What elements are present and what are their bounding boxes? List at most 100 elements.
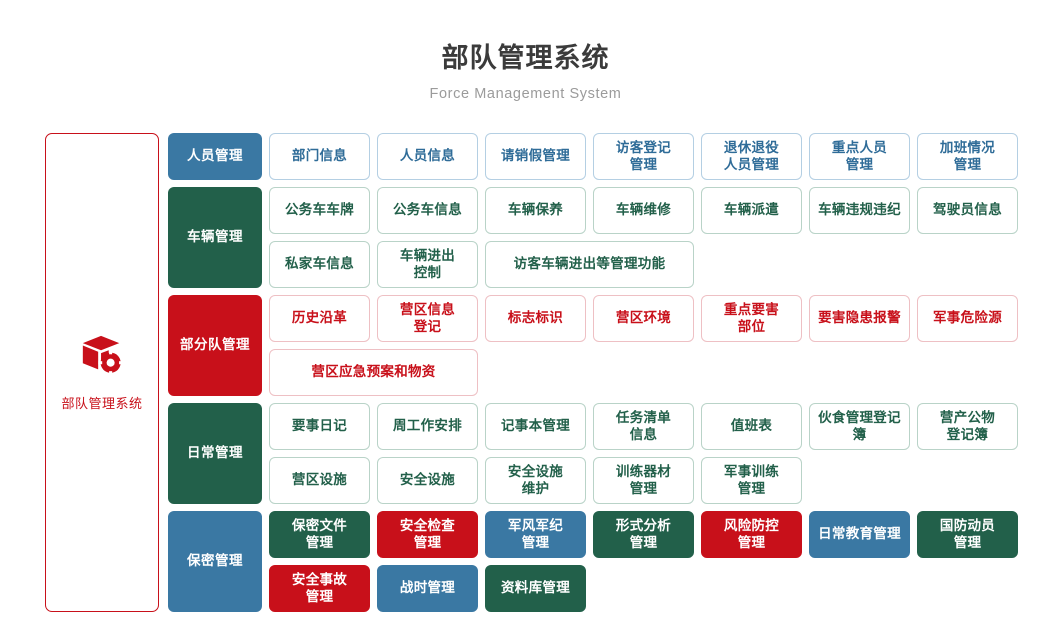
- module-card-line: 访客车辆进出等管理功能: [513, 256, 666, 272]
- module-card[interactable]: 车辆进出控制: [377, 241, 478, 288]
- module-card[interactable]: 营区应急预案和物资: [269, 349, 478, 396]
- group-label[interactable]: 日常管理: [168, 403, 262, 504]
- module-card[interactable]: 退休退役人员管理: [701, 133, 802, 180]
- page-title: 部队管理系统: [441, 43, 610, 73]
- group-items: 部门信息 人员信息请销假管理访客登记管理退休退役人员管理 重点人员管理加班情况管理: [269, 133, 1020, 180]
- module-card-label: 车辆违规违纪: [818, 202, 901, 218]
- module-card[interactable]: 重点要害部位: [701, 295, 802, 342]
- module-card[interactable]: 资料库管理: [485, 565, 586, 612]
- module-card[interactable]: 战时管理: [377, 565, 478, 612]
- module-card-label: 历史沿革: [292, 310, 347, 326]
- module-card[interactable]: 安全检查管理: [377, 511, 478, 558]
- module-card[interactable]: 要害隐患报警: [809, 295, 910, 342]
- module-card-label: 营区应急预案和物资: [311, 364, 435, 380]
- module-card-label: 资料库管理: [501, 580, 570, 596]
- module-card[interactable]: 营区信息登记: [377, 295, 478, 342]
- module-card[interactable]: 军风军纪管理: [485, 511, 586, 558]
- group-label[interactable]: 保密管理: [168, 511, 262, 612]
- module-card[interactable]: 驾驶员信息: [917, 187, 1018, 234]
- module-card[interactable]: 营区环境: [593, 295, 694, 342]
- module-card-line: 管理: [305, 534, 334, 550]
- module-card[interactable]: 国防动员管理: [917, 511, 1018, 558]
- module-card-line: 伙食管理登记簿: [818, 410, 901, 442]
- module-card[interactable]: 值班表: [701, 403, 802, 450]
- module-card[interactable]: 公务车车牌: [269, 187, 370, 234]
- module-card[interactable]: 安全设施: [377, 457, 478, 504]
- module-card[interactable]: 标志标识: [485, 295, 586, 342]
- module-card[interactable]: 重点人员管理: [809, 133, 910, 180]
- module-card[interactable]: 安全设施维护: [485, 457, 586, 504]
- module-card[interactable]: 日常教育管理: [809, 511, 910, 558]
- module-card-label: 任务清单信息: [616, 410, 671, 443]
- module-card[interactable]: 车辆维修: [593, 187, 694, 234]
- module-card[interactable]: 营区设施: [269, 457, 370, 504]
- group-row: 部分队管理 历史沿革 营区信息登记 标志标识 营区环境 重点要害部位要害隐患报警 军事危险源…: [168, 295, 1020, 396]
- module-card-line: 历史沿革: [291, 310, 348, 326]
- module-card-line: 驾驶员信息: [933, 202, 1002, 218]
- module-card-label: 日常教育管理: [818, 526, 901, 542]
- module-card-line: 管理: [737, 534, 766, 550]
- module-card[interactable]: 保密文件管理: [269, 511, 370, 558]
- module-card-line: 风险防控: [723, 518, 780, 534]
- module-card[interactable]: 军事危险源: [917, 295, 1018, 342]
- group-label[interactable]: 人员管理: [168, 133, 262, 180]
- module-card-label: 公务车信息: [393, 202, 462, 218]
- module-card-line: 营区应急预案和物资: [311, 364, 436, 380]
- module-card[interactable]: 营产公物登记簿: [917, 403, 1018, 450]
- module-card-line: 车辆派遣: [723, 202, 780, 218]
- group-label[interactable]: 部分队管理: [168, 295, 262, 396]
- module-card-line: 管理: [629, 480, 658, 496]
- module-card-line: 日常教育管理: [818, 526, 901, 542]
- module-card-line: 军事危险源: [933, 310, 1002, 326]
- module-card[interactable]: 加班情况管理: [917, 133, 1018, 180]
- module-card-line: 管理: [521, 534, 550, 550]
- module-card[interactable]: 私家车信息: [269, 241, 370, 288]
- module-card-label: 记事本管理: [501, 418, 570, 434]
- module-card-label: 安全设施: [400, 472, 455, 488]
- module-card-line: 管理: [845, 156, 874, 172]
- module-card[interactable]: 风险防控管理: [701, 511, 802, 558]
- module-card[interactable]: 历史沿革: [269, 295, 370, 342]
- module-card[interactable]: 记事本管理: [485, 403, 586, 450]
- module-card-label: 重点人员管理: [832, 140, 887, 173]
- module-card-line: 车辆保养: [507, 202, 564, 218]
- module-card[interactable]: 军事训练管理: [701, 457, 802, 504]
- root-panel[interactable]: 部队管理系统: [45, 133, 159, 612]
- module-card-label: 退休退役人员管理: [724, 140, 779, 173]
- module-card-label: 营区环境: [616, 310, 671, 326]
- group-row: 人员管理 部门信息 人员信息请销假管理访客登记管理退休退役人员管理 重点人员管理加班情…: [168, 133, 1020, 180]
- module-card-label: 驾驶员信息: [933, 202, 1002, 218]
- module-card[interactable]: 访客登记管理: [593, 133, 694, 180]
- module-card[interactable]: 访客车辆进出等管理功能: [485, 241, 694, 288]
- module-card[interactable]: 安全事故管理: [269, 565, 370, 612]
- module-card[interactable]: 任务清单信息: [593, 403, 694, 450]
- module-card-line: 营产公物: [939, 410, 996, 426]
- module-card-label: 安全设施维护: [508, 464, 563, 497]
- module-card[interactable]: 车辆违规违纪: [809, 187, 910, 234]
- module-card-label: 车辆派遣: [724, 202, 779, 218]
- module-card[interactable]: 要事日记: [269, 403, 370, 450]
- module-card-line: 车辆违规违纪: [818, 202, 901, 218]
- module-card-label: 标志标识: [508, 310, 563, 326]
- page-subtitle: Force Management System: [429, 86, 622, 102]
- module-card-line: 维护: [521, 480, 550, 496]
- module-card[interactable]: 周工作安排: [377, 403, 478, 450]
- module-card[interactable]: 形式分析管理: [593, 511, 694, 558]
- group-label[interactable]: 车辆管理: [168, 187, 262, 288]
- module-card-label: 车辆维修: [616, 202, 671, 218]
- module-card-label: 重点要害部位: [724, 302, 779, 335]
- module-card-line: 公务车车牌: [285, 202, 354, 218]
- module-card[interactable]: 伙食管理登记簿: [809, 403, 910, 450]
- module-card[interactable]: 车辆保养: [485, 187, 586, 234]
- module-card-label: 安全检查管理: [400, 518, 455, 551]
- module-card[interactable]: 车辆派遣: [701, 187, 802, 234]
- module-card-line: 训练器材: [615, 464, 672, 480]
- module-card[interactable]: 训练器材管理: [593, 457, 694, 504]
- module-card[interactable]: 人员信息: [377, 133, 478, 180]
- module-card-label: 要事日记: [292, 418, 347, 434]
- module-card[interactable]: 公务车信息: [377, 187, 478, 234]
- module-card[interactable]: 请销假管理: [485, 133, 586, 180]
- module-card-line: 部门信息: [291, 148, 348, 164]
- module-card[interactable]: 部门信息: [269, 133, 370, 180]
- module-card-line: 部位: [737, 318, 766, 334]
